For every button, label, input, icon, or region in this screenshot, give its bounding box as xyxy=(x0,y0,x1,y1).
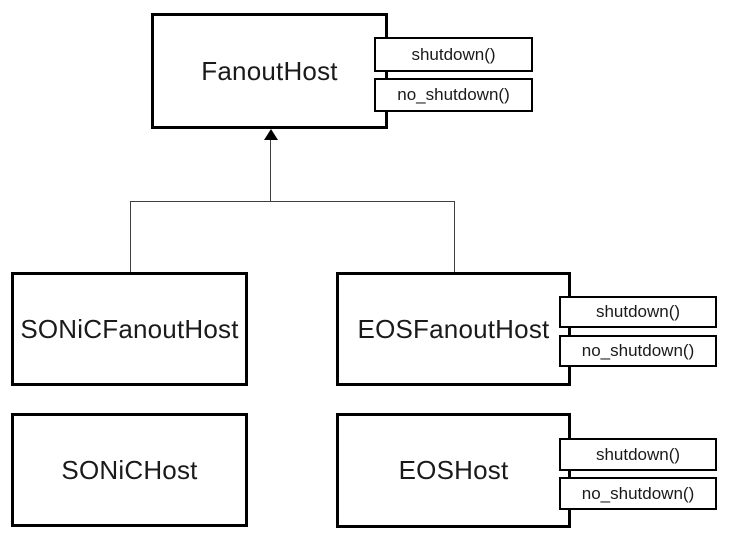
method-box-eoshost-shutdown: shutdown() xyxy=(559,438,717,471)
method-box-eosfanouthost-no-shutdown: no_shutdown() xyxy=(559,335,717,367)
method-box-eosfanouthost-shutdown: shutdown() xyxy=(559,296,717,328)
class-box-eoshost: EOSHost xyxy=(336,413,571,528)
class-name-label: EOSHost xyxy=(398,455,509,485)
method-label: shutdown() xyxy=(595,444,681,464)
method-label: shutdown() xyxy=(411,44,496,64)
class-box-sonicfanouthost: SONiCFanoutHost xyxy=(11,272,248,386)
inheritance-arrow-shaft xyxy=(270,139,271,202)
method-box-eoshost-no-shutdown: no_shutdown() xyxy=(559,477,717,510)
method-label: no_shutdown() xyxy=(581,341,695,360)
method-box-fanouthost-shutdown: shutdown() xyxy=(374,37,533,72)
inheritance-arrowhead xyxy=(264,129,278,140)
inheritance-connector-left-drop xyxy=(130,201,131,272)
class-name-label: EOSFanoutHost xyxy=(357,313,550,344)
class-box-sonichost: SONiCHost xyxy=(11,413,248,527)
method-label: no_shutdown() xyxy=(397,85,510,104)
class-box-eosfanouthost: EOSFanoutHost xyxy=(336,272,571,386)
class-box-fanouthost: FanoutHost xyxy=(151,13,388,129)
class-name-label: SONiCFanoutHost xyxy=(20,313,239,344)
method-box-fanouthost-no-shutdown: no_shutdown() xyxy=(374,78,533,112)
inheritance-connector-horizontal xyxy=(130,201,455,202)
method-label: shutdown() xyxy=(595,302,681,321)
method-label: no_shutdown() xyxy=(581,483,695,503)
inheritance-connector-right-drop xyxy=(454,201,455,272)
class-name-label: FanoutHost xyxy=(201,55,338,86)
class-name-label: SONiCHost xyxy=(61,454,198,485)
